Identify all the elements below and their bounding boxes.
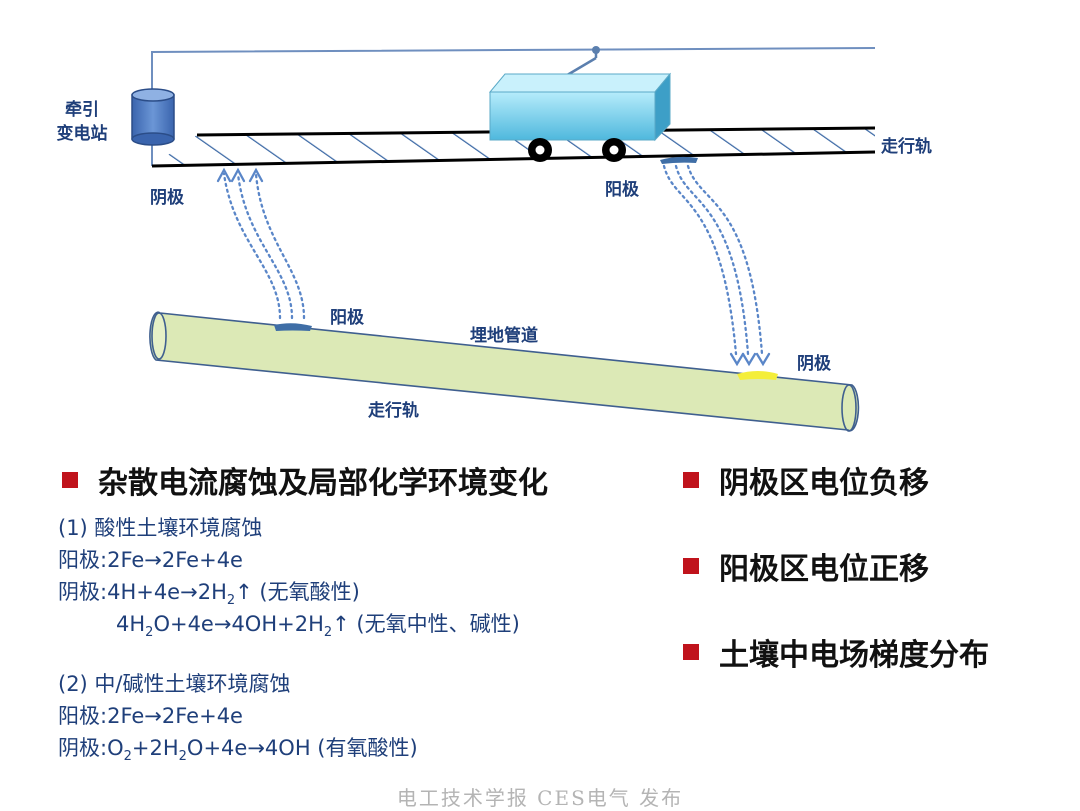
train-car-icon [488,72,672,162]
neutral-title: (2) 中/碱性土壤环境腐蚀 [58,672,291,696]
bullet-square-icon [683,558,699,574]
acidic-anode-equation: 阳极:2Fe→2Fe+4e [58,548,243,572]
arrowheads-down [729,352,771,367]
bullet-square-icon [683,472,699,488]
bullet-text: 阳极区电位正移 [719,552,929,587]
bullet-cathode-potential: 阴极区电位负移 [683,458,929,502]
acidic-cathode-equation-2: 4H2O+4e→4OH+2H2↑ (无氧中性、碱性) [116,612,520,641]
acidic-title: (1) 酸性土壤环境腐蚀 [58,516,263,540]
buried-pipe [149,311,860,432]
bullet-square-icon [683,644,699,660]
bullet-square-icon [62,472,78,488]
footer-watermark: 电工技术学报 CES电气 发布 [396,786,684,810]
bullet-text: 阴极区电位负移 [719,466,929,501]
main-heading-text: 杂散电流腐蚀及局部化学环境变化 [98,466,548,501]
rail-corrosion-pit [660,156,698,164]
neutral-anode-equation: 阳极:2Fe→2Fe+4e [58,704,243,728]
main-heading: 杂散电流腐蚀及局部化学环境变化 [62,458,548,502]
cathode-label-left: 阴极 [150,188,184,208]
bullet-field-gradient: 土壤中电场梯度分布 [683,630,989,674]
stray-current-right [662,164,764,356]
stray-current-diagram [131,46,876,432]
rail-label-bottom: 走行轨 [368,401,419,421]
stray-current-left [222,172,306,320]
substation-label: 牵引 变电站 [56,100,108,144]
acidic-cathode-equation-1: 阴极:4H+4e→2H2↑ (无氧酸性) [58,580,360,609]
bullet-text: 土壤中电场梯度分布 [719,638,989,673]
rail-label-top: 走行轨 [881,137,932,157]
anode-label-pipe: 阳极 [330,308,364,328]
equations-block: (1) 酸性土壤环境腐蚀 阳极:2Fe→2Fe+4e 阴极:4H+4e→2H2↑… [58,512,520,764]
running-rail [151,126,876,168]
arrowheads-up [216,167,264,183]
bullet-anode-potential: 阳极区电位正移 [683,544,929,588]
pipe-label: 埋地管道 [470,326,538,346]
cathode-label-pipe: 阴极 [797,354,831,374]
neutral-cathode-equation: 阴极:O2+2H2O+4e→4OH (有氧酸性) [58,736,418,765]
substation-icon [131,88,175,146]
anode-label-right: 阳极 [605,180,639,200]
